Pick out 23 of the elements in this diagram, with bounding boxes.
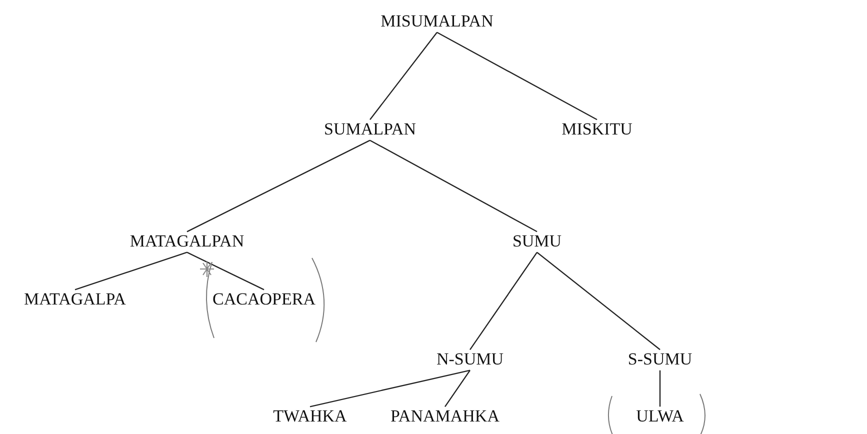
language-label: MISKITU bbox=[562, 120, 632, 140]
tree-branch-line bbox=[74, 252, 188, 290]
language-label: MATAGALPA bbox=[24, 290, 126, 310]
language-label: SUMU bbox=[512, 232, 562, 252]
tree-branch-line bbox=[186, 140, 370, 232]
language-label: MISUMALPAN bbox=[380, 12, 494, 32]
language-label: TWAHKA bbox=[273, 408, 347, 426]
language-label: ULWA bbox=[636, 408, 684, 426]
tree-branch-line bbox=[370, 32, 438, 120]
tree-branch-line bbox=[444, 370, 470, 407]
tree-branch-line bbox=[436, 32, 598, 120]
tree-branch-line bbox=[536, 252, 660, 350]
language-label: N-SUMU bbox=[436, 350, 504, 370]
language-label: PANAMAHKA bbox=[390, 408, 500, 426]
language-label: S-SUMU bbox=[628, 350, 692, 370]
tree-branch-line bbox=[659, 370, 661, 407]
language-label: SUMALPAN bbox=[324, 120, 416, 140]
language-label: MATAGALPAN bbox=[130, 232, 244, 252]
tree-branch-line bbox=[186, 252, 264, 290]
tree-branch-line bbox=[470, 252, 538, 350]
language-label: CACAOPERA bbox=[212, 290, 316, 310]
tree-branch-line bbox=[370, 140, 538, 232]
tree-branch-line bbox=[310, 370, 470, 408]
